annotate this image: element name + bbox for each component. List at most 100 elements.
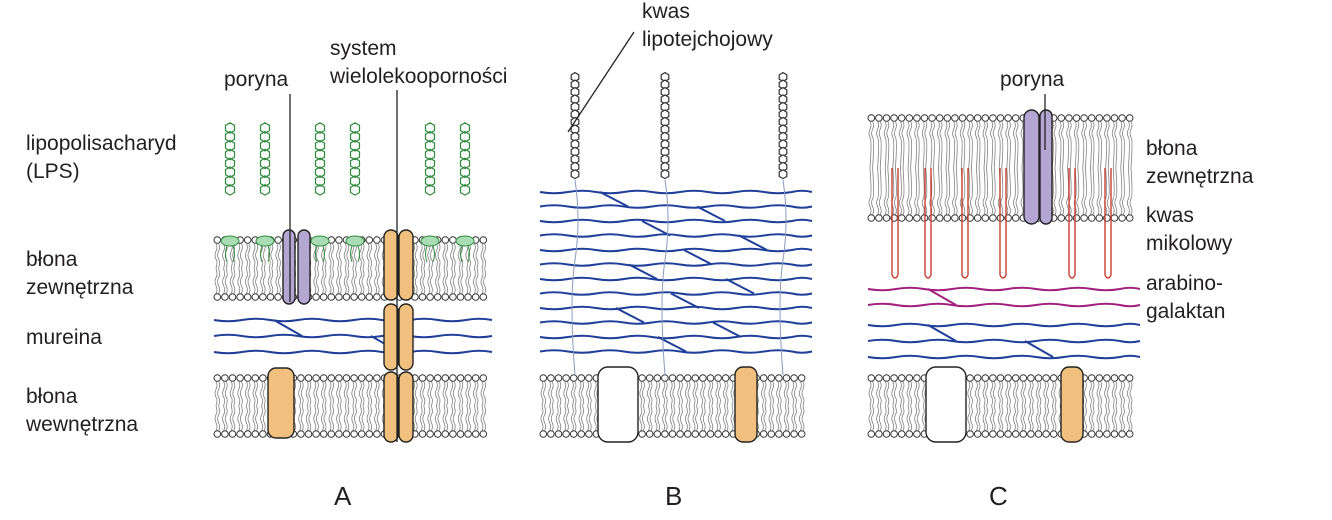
sugar-hexagon [459,130,471,143]
lipid-head [464,293,472,301]
lipid-head [342,293,351,301]
label-arabinogalactan-line1: arabino- [1146,272,1223,295]
lipid-head [418,293,427,301]
lipid-head [562,374,570,382]
lipid-head [882,430,891,438]
sugar-hexagon [424,148,436,161]
murein-strand [539,305,813,311]
sugar-hexagon [349,184,361,196]
lipid-head [236,374,244,382]
lipid-head [767,374,776,382]
lipid-head [449,236,457,244]
membrane-b [539,374,806,438]
lipid-head [882,214,891,222]
lipid-head [913,374,921,382]
panel-label-b: B [665,481,682,511]
sugar-hexagon [314,166,326,179]
protein-c-orange [1060,366,1084,443]
lipid-head [297,374,305,382]
lipid-head [243,374,252,382]
lipid-head [259,374,267,382]
sugar-hexagon [224,175,236,187]
lipid-head [797,430,806,438]
lipid-head [1118,214,1126,222]
sugar-hexagon [349,175,361,187]
lipid-head [585,430,593,438]
lps-tails [350,245,360,263]
lipid-head [905,114,914,122]
lipid-head [547,374,555,382]
lipid-head [554,374,563,382]
lipid-head [996,430,1005,438]
lta-anchor [661,179,669,376]
murein-strand [539,233,813,238]
label-porin-c: poryna [1000,68,1065,91]
lipid-head [653,374,662,382]
label-mdr-line2: wielolekooporności [329,65,507,88]
lipid-head [335,236,343,244]
arabinogalactan-c [867,286,1141,308]
mycolic-acid [1068,168,1076,279]
sugar-hexagon [349,130,361,143]
lipid-head [327,430,336,438]
sugar-hexagon [424,184,436,196]
lipid-head [890,374,898,382]
lipid-head [913,214,921,222]
sugar-hexagon [224,148,236,161]
lipid-head [759,430,768,438]
porin-c-left [1023,109,1040,225]
sugar-hexagon [459,175,471,187]
lipid-head [767,430,776,438]
label-mdr-line1: system [330,37,397,60]
murein-a [213,317,493,355]
murein-crosslink [683,249,713,266]
sugar-hexagon [424,130,436,143]
murein-strand [213,317,493,323]
lipid-head [236,293,244,301]
lipid-head [1034,430,1043,438]
lipid-head [569,374,578,382]
label-lta-line1: kwas [642,0,690,23]
lipid-head [645,374,654,382]
mycolic-acid [891,168,899,279]
lipid-head [479,430,488,438]
lipid-head [875,374,883,382]
lipid-head [251,430,260,438]
lipid-head [714,430,722,438]
sugar-hexagon [349,139,361,152]
lipid-head [1034,374,1043,382]
lipid-head [251,374,260,382]
sugar-hexagon [259,184,271,196]
lipid-head [699,374,707,382]
sugar-hexagon [424,122,436,134]
lipid-head [319,293,328,301]
lipid-head [441,293,450,301]
lipid-head [882,114,891,122]
lipid-head [790,374,798,382]
lipid-head [981,374,990,382]
mycolic-acid [924,168,932,279]
lipid-head [943,214,952,222]
lipid-head [1118,374,1126,382]
sugar-hexagon [224,139,236,152]
lipid-head [1110,430,1119,438]
lipid-head [973,430,982,438]
lipid-head [875,114,883,122]
lipid-head [981,214,990,222]
lipid-head [1080,214,1088,222]
lipid-head [661,374,669,382]
lipid-head [1042,430,1050,438]
lipid-head [875,430,883,438]
lipid-head [913,430,921,438]
lipid-head [1019,430,1028,438]
label-mycolic-line2: mikolowy [1146,232,1233,255]
sugar-hexagon [224,157,236,170]
lipid-head [297,430,305,438]
lipid-head [547,430,555,438]
lipid-head [373,374,381,382]
lipid-head [691,430,700,438]
lta-chain [778,71,788,180]
lipid-head [539,430,548,438]
lipid-head [996,374,1005,382]
